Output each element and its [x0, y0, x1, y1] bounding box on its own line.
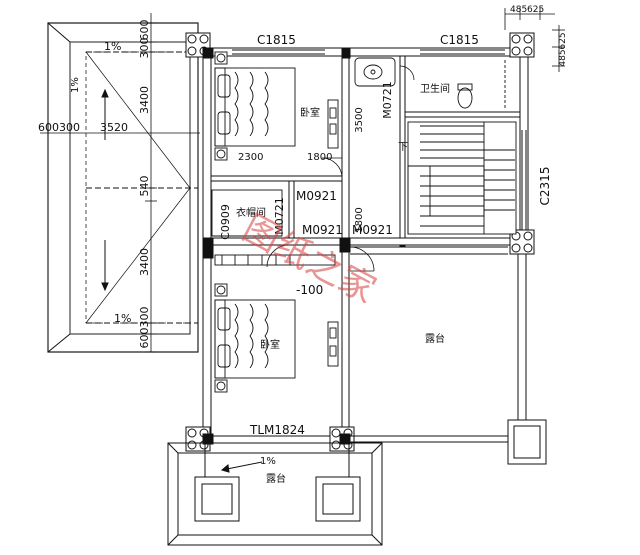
slope-top: 1%: [104, 40, 121, 53]
balcony-bottom: [167, 442, 383, 546]
room-bedroom-top: 卧室: [300, 106, 320, 119]
dim-top-485: 485: [510, 5, 527, 15]
dim-1800-a: 1800: [307, 152, 332, 163]
dim-right-625: 625: [558, 32, 568, 49]
window-top-left: C1815: [257, 33, 296, 47]
level-mark: -100: [296, 283, 323, 297]
terrace-right: [350, 246, 547, 465]
dim-inner-width: 3520: [100, 121, 128, 134]
room-terrace-right: 露台: [425, 332, 445, 345]
dim-outer-width: 600300: [38, 121, 80, 134]
dim-top-300: 300: [138, 38, 151, 59]
dim-top-600: 600: [138, 20, 151, 41]
door-m0721-closet: M0721: [273, 197, 286, 235]
room-closet: 衣帽间: [236, 206, 266, 219]
dim-1800-b: 1800: [354, 207, 365, 232]
columns: [185, 32, 535, 452]
dim-3500: 3500: [354, 107, 365, 132]
closet-area: [211, 189, 336, 266]
room-terrace-bottom: 露台: [266, 472, 286, 485]
door-m0921-c: M0921: [352, 223, 393, 237]
bed-top: [214, 51, 339, 161]
bed-bottom: [214, 283, 339, 393]
dim-bottom-600: 600: [138, 328, 151, 349]
dim-bottom-300: 300: [138, 307, 151, 328]
slope-lower: 1%: [114, 312, 131, 325]
top-right-dimension: [504, 8, 565, 72]
dim-right-485: 485: [558, 49, 568, 66]
slope-bottom: 1%: [260, 456, 276, 467]
staircase: [407, 121, 517, 235]
room-bathroom: 卫生间: [420, 82, 450, 95]
left-dimension-chain: [40, 13, 200, 353]
dim-lower-3400: 3400: [138, 248, 151, 276]
window-left-small: C0909: [219, 204, 232, 240]
door-swings: [266, 65, 415, 272]
dim-2300: 2300: [238, 152, 263, 163]
door-m0921-b: M0921: [302, 223, 343, 237]
door-m0921-a: M0921: [296, 189, 337, 203]
room-bedroom-bottom: 卧室: [260, 338, 280, 351]
stair-down-label: 下: [398, 142, 408, 153]
dim-mid-540: 540: [138, 176, 151, 197]
slope-left: 1%: [70, 77, 81, 93]
window-top-right: C1815: [440, 33, 479, 47]
dim-top-625: 625: [527, 5, 544, 15]
bathroom-fixtures: [354, 57, 506, 110]
door-tlm1824: TLM1824: [249, 423, 305, 437]
dim-upper-3400: 3400: [138, 86, 151, 114]
door-m0721-bath: M0721: [381, 81, 394, 119]
window-right: C2315: [538, 167, 552, 206]
roof-slab-left: [47, 22, 199, 353]
